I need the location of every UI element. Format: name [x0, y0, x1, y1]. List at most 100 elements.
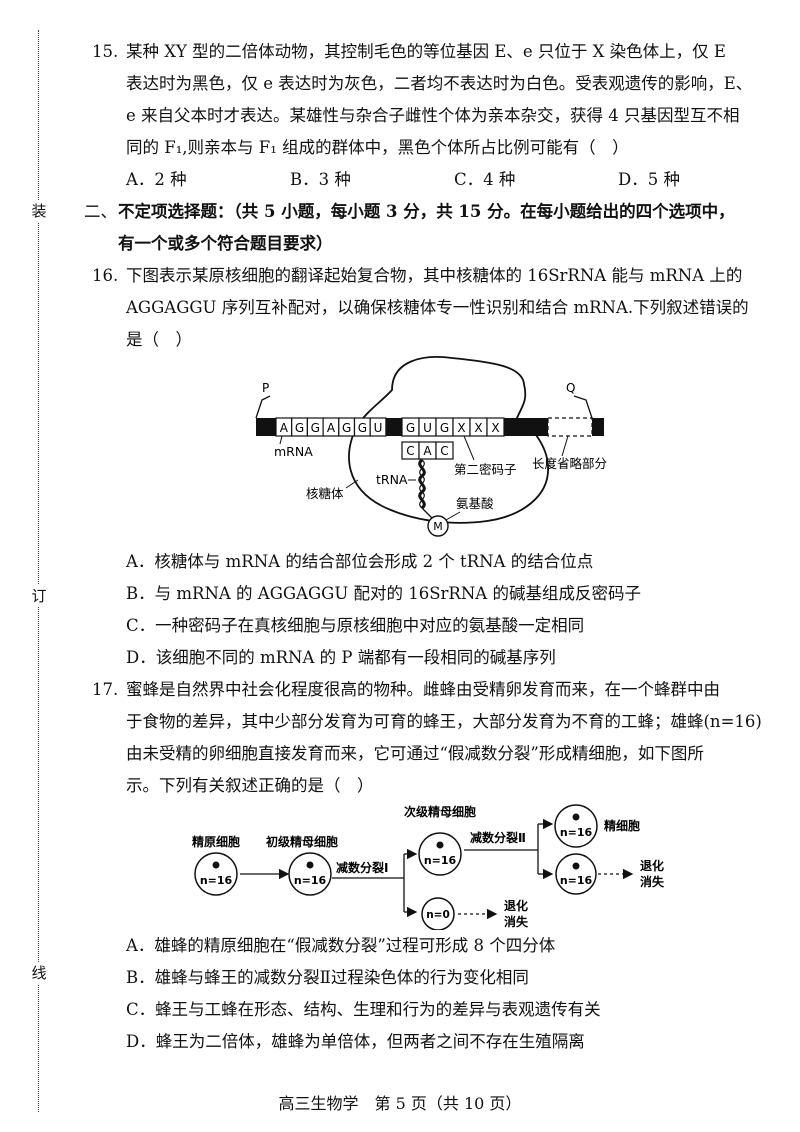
- amino-acid-m-label: M: [433, 520, 443, 533]
- meiosis-diagram: 精原细胞 n=16 初级精母细胞 n=16 减数分裂Ⅰ 次级精母细胞: [192, 804, 665, 931]
- mrna-pointer: [279, 435, 283, 445]
- question-text-line: 是（ ）: [126, 330, 192, 349]
- base-letter: X: [491, 421, 499, 435]
- chromosome-count: n=16: [560, 826, 593, 839]
- nucleus-dot: [212, 861, 220, 869]
- p-end-label: P: [262, 381, 269, 395]
- option-a[interactable]: A．雄蜂的精原细胞在“假减数分裂”过程可形成 8 个四分体: [126, 936, 556, 955]
- chromosome-count-zero: n=0: [426, 909, 450, 921]
- mrna-dark-segment: [504, 418, 548, 436]
- meiosis-1-label: 减数分裂Ⅰ: [336, 860, 388, 875]
- question-text-line: 于食物的差异，其中少部分发育为可育的蜂王，大部分发育为不育的工蜂；雄蜂(n=16…: [126, 712, 762, 731]
- trna-stem: [421, 507, 433, 519]
- base-letter: U: [423, 421, 432, 435]
- ribosome-shape: [348, 356, 549, 524]
- trna-label: tRNA: [376, 472, 408, 487]
- chromosome-count: n=16: [424, 854, 457, 867]
- question-15: 15.某种 XY 型的二倍体动物，其控制毛色的等位基因 E、e 只位于 X 染色…: [92, 36, 782, 196]
- question-number: 17.: [92, 680, 119, 699]
- spermatogonium-cell: [194, 852, 238, 896]
- base-letter: G: [440, 421, 449, 435]
- option-a[interactable]: A．2 种: [126, 170, 187, 189]
- q-end-label: Q: [566, 381, 575, 395]
- question-17: 17.蜜蜂是自然界中社会化程度很高的物种。雌蜂由受精卵发育而来，在一个蜂群中由 …: [92, 674, 782, 1058]
- question-text-line: 表达时为黑色，仅 e 表达时为灰色，二者均不表达时为白色。受表观遗传的影响，E、: [126, 74, 753, 93]
- chromosome-count: n=16: [200, 874, 233, 887]
- question-text-line: 同的 F₁,则亲本与 F₁ 组成的群体中，黑色个体所占比例可能有（ ）: [126, 138, 629, 157]
- amino-acid-pointer: [445, 511, 461, 521]
- nucleus-dot: [306, 861, 314, 869]
- question-text-line: AGGAGGU 序列互补配对，以确保核糖体专一性识别和结合 mRNA.下列叙述错…: [126, 298, 749, 317]
- spermatogonium-label: 精原细胞: [192, 834, 240, 849]
- base-box: [369, 417, 387, 437]
- section-text-line: 有一个或多个符合题目要求）: [118, 234, 333, 253]
- base-letter: A: [423, 444, 432, 458]
- question-number: 15.: [92, 42, 119, 61]
- mrna-label: mRNA: [274, 444, 313, 459]
- question-text-line: 蜜蜂是自然界中社会化程度很高的物种。雌蜂由受精卵发育而来，在一个蜂群中由: [126, 680, 720, 699]
- option-b[interactable]: B．雄蜂与蜂王的减数分裂Ⅱ过程染色体的行为变化相同: [126, 968, 529, 987]
- ribosome-label: 核糖体: [306, 486, 344, 501]
- binding-line: [38, 30, 39, 1112]
- mrna-dark-segment: [256, 418, 276, 436]
- degenerate-label: 退化: [504, 898, 528, 913]
- option-b[interactable]: B．3 种: [290, 170, 351, 189]
- question-text-line: 示。下列有关叙述正确的是（ ）: [126, 776, 374, 795]
- q-end-pointer: [573, 395, 593, 419]
- option-c[interactable]: C．蜂王与工蜂在形态、结构、生理和行为的差异与表观遗传有关: [126, 1000, 601, 1019]
- base-letter: A: [327, 421, 336, 435]
- chromosome-count: n=16: [294, 874, 327, 887]
- base-letter: C: [440, 444, 448, 458]
- meiosis-2-label: 减数分裂Ⅱ: [470, 830, 526, 845]
- omitted-part-pointer: [561, 435, 569, 457]
- base-letter: G: [311, 421, 320, 435]
- secondary-spermatocyte-cell: [418, 832, 462, 876]
- amino-acid-m: [427, 515, 449, 537]
- option-c[interactable]: C．4 种: [454, 170, 516, 189]
- base-letter: X: [474, 421, 482, 435]
- trna-strand: [419, 459, 425, 509]
- page-footer: 高三生物学 第 5 页（共 10 页）: [278, 1094, 522, 1113]
- nucleus-dot: [572, 813, 580, 821]
- base-letter: A: [280, 421, 289, 435]
- nucleus-dot: [436, 841, 444, 849]
- option-d[interactable]: D．5 种: [618, 170, 680, 189]
- binding-char-top: 装: [28, 200, 50, 222]
- question-text-line: 由未受精的卵细胞直接发育而来，它可通过“假减数分裂”形成精细胞，如下图所: [126, 744, 704, 763]
- base-letter: U: [374, 421, 383, 435]
- section-heading: 二、不定项选择题：（共 5 小题，每小题 3 分，共 15 分。在每小题给出的四…: [84, 196, 782, 260]
- question-text-line: 下图表示某原核细胞的翻译起始复合物，其中核糖体的 16SrRNA 能与 mRNA…: [126, 266, 743, 285]
- sperm-label: 精细胞: [604, 818, 640, 833]
- section-number: 二、: [84, 202, 117, 221]
- binding-char-middle: 订: [28, 585, 50, 607]
- disappear-label: 消失: [504, 914, 529, 929]
- question-16: 16.下图表示某原核细胞的翻译起始复合物，其中核糖体的 16SrRNA 能与 m…: [92, 260, 782, 674]
- second-codon-label: 第二密码子: [454, 462, 517, 477]
- meiosis-figure: 精原细胞 n=16 初级精母细胞 n=16 减数分裂Ⅰ 次级精母细胞: [92, 802, 782, 931]
- option-b[interactable]: B．与 mRNA 的 AGGAGGU 配对的 16SrRNA 的碱基组成反密码子: [126, 584, 641, 603]
- option-d[interactable]: D．该细胞不同的 mRNA 的 P 端都有一段相同的碱基序列: [126, 648, 556, 667]
- degenerating-cell: [555, 853, 597, 895]
- base-letter: G: [342, 421, 351, 435]
- p-end-pointer: [255, 395, 271, 419]
- base-letter: G: [295, 421, 304, 435]
- option-c[interactable]: C．一种密码子在真核细胞与原核细胞中对应的氨基酸一定相同: [126, 616, 585, 635]
- primary-spermatocyte-label: 初级精母细胞: [266, 834, 338, 849]
- primary-spermatocyte-cell: [288, 852, 332, 896]
- base-letter: X: [457, 421, 465, 435]
- option-d[interactable]: D．蜂王为二倍体，雄蜂为单倍体，但两者之间不存在生殖隔离: [126, 1032, 585, 1051]
- nucleus-dot: [572, 862, 580, 870]
- disappear-label: 消失: [640, 874, 665, 889]
- base-box: [435, 441, 454, 460]
- question-text-line: e 来自父本时才表达。某雄性与杂合子雌性个体为亲本杂交，获得 4 只基因型互不相: [126, 106, 740, 125]
- option-row: A．2 种 B．3 种 C．4 种 D．5 种: [92, 164, 782, 196]
- exam-page: 15.某种 XY 型的二倍体动物，其控制毛色的等位基因 E、e 只位于 X 染色…: [84, 36, 782, 1058]
- omitted-part-label: 长度省略部分: [532, 456, 607, 471]
- base-letter: C: [406, 444, 414, 458]
- option-a[interactable]: A．核糖体与 mRNA 的结合部位会形成 2 个 tRNA 的结合位点: [126, 552, 594, 571]
